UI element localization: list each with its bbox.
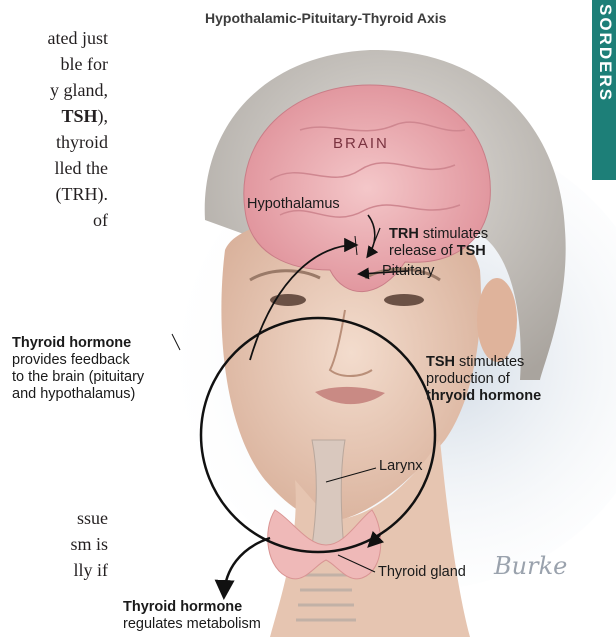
tsh-label: TSH stimulates production of thryoid hor… <box>426 354 541 405</box>
tsh-label-line3: thryoid hormone <box>426 388 541 404</box>
trh-label: TRH stimulates release of TSH <box>389 226 488 260</box>
tsh-label-line2: production of <box>426 371 510 387</box>
metabolism-label-bold: Thyroid hormone <box>123 599 242 615</box>
trh-label-bold: TRH <box>389 226 419 242</box>
trh-label-rest: stimulates <box>419 226 488 242</box>
tsh-label-rest: stimulates <box>455 354 524 370</box>
feedback-label-line2: provides feedback <box>12 352 130 368</box>
feedback-label: Thyroid hormone provides feedback to the… <box>12 335 144 403</box>
hypothalamus-label: Hypothalamus <box>247 196 340 213</box>
tsh-label-bold: TSH <box>426 354 455 370</box>
feedback-label-line3: to the brain (pituitary <box>12 369 144 385</box>
pituitary-label: Pituitary <box>382 263 434 280</box>
feedback-label-line4: and hypothalamus) <box>12 386 135 402</box>
metabolism-label-line2: regulates metabolism <box>123 616 261 632</box>
diagram-title: Hypothalamic-Pituitary-Thyroid Axis <box>205 10 446 26</box>
right-eye <box>384 294 424 306</box>
brain-label: BRAIN <box>333 135 389 152</box>
metabolism-arrow <box>224 538 270 595</box>
feedback-pointer <box>172 334 180 350</box>
ear-shape <box>477 278 517 362</box>
larynx-label: Larynx <box>379 458 423 475</box>
metabolism-label: Thyroid hormone regulates metabolism <box>123 599 261 633</box>
feedback-label-bold: Thyroid hormone <box>12 335 131 351</box>
trh-label-line2-bold: TSH <box>457 243 486 259</box>
side-tab-label: SORDERS <box>595 4 615 102</box>
artist-signature: Burke <box>494 552 567 580</box>
thyroid-gland-label: Thyroid gland <box>378 564 466 581</box>
chapter-side-tab: SORDERS <box>592 0 616 180</box>
trh-label-line2: release of <box>389 243 457 259</box>
